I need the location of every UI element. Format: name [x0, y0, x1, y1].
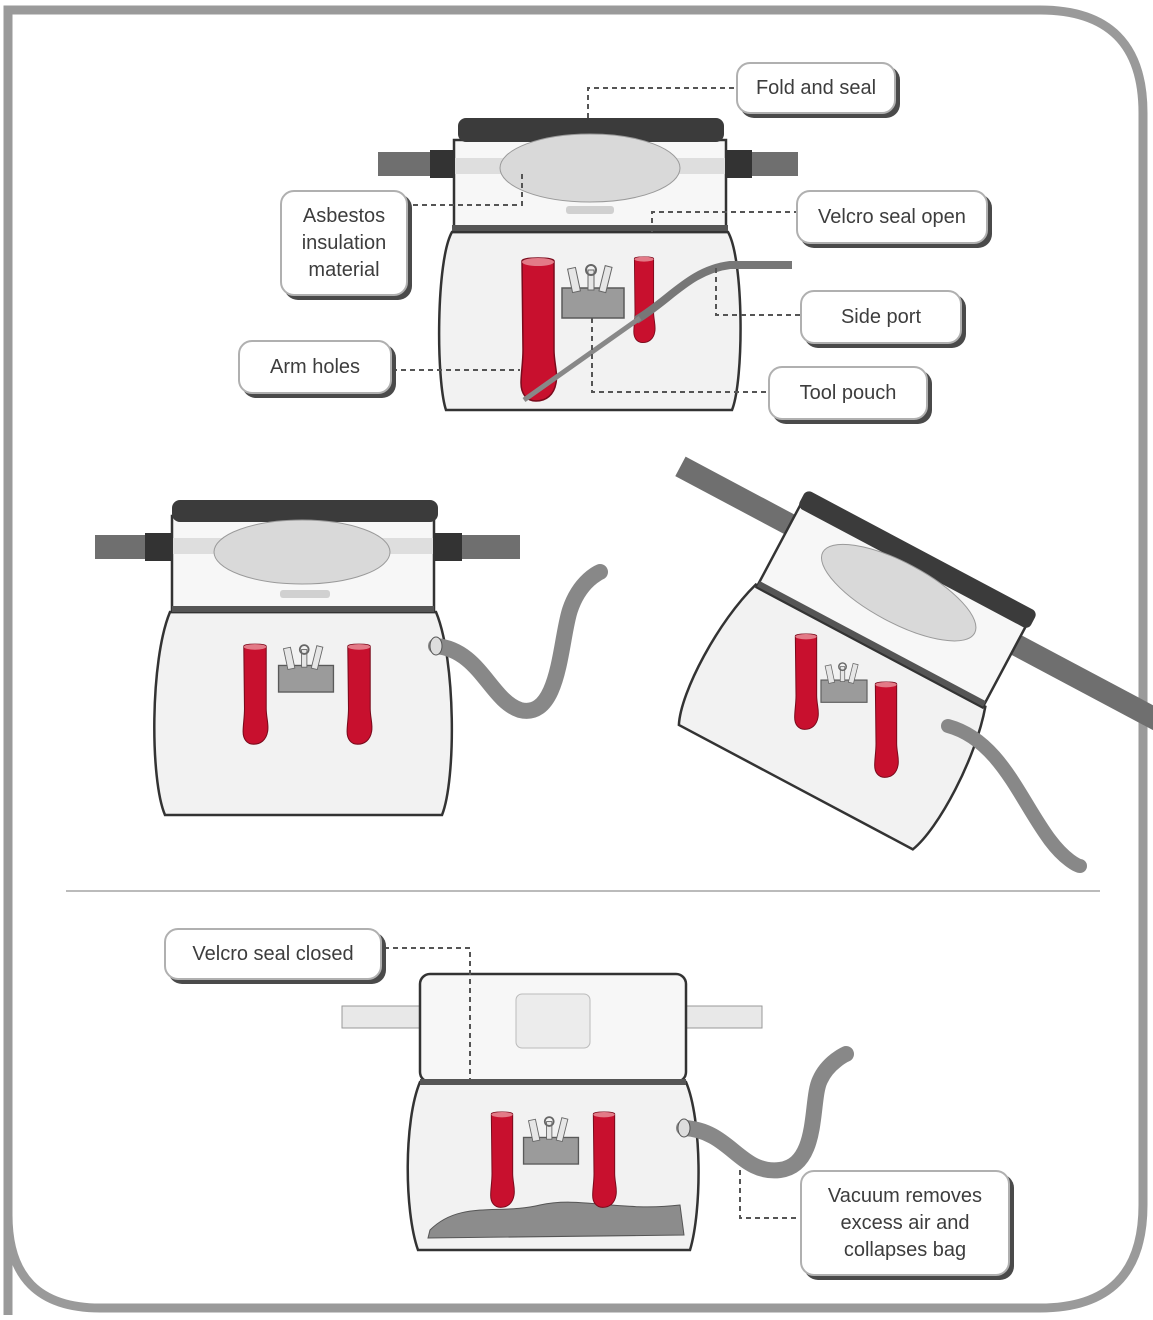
- callout-velcro-seal-open: Velcro seal open: [796, 190, 988, 244]
- bag-closed-diagram: [342, 948, 846, 1250]
- insulation-shape: [500, 134, 680, 202]
- callout-vacuum: Vacuum removes excess air and collapses …: [800, 1170, 1010, 1276]
- bag-body: [439, 232, 740, 410]
- callout-side-port: Side port: [800, 290, 962, 344]
- callout-asbestos-insulation: Asbestos insulation material: [280, 190, 408, 296]
- glove-right: [634, 257, 655, 343]
- callout-tool-pouch: Tool pouch: [768, 366, 928, 420]
- callout-fold-and-seal: Fold and seal: [736, 62, 896, 114]
- callout-velcro-seal-closed: Velcro seal closed: [164, 928, 382, 980]
- bag-installed-diagram: [95, 500, 600, 815]
- callout-arm-holes: Arm holes: [238, 340, 392, 394]
- bag-open-diagram: [378, 88, 800, 410]
